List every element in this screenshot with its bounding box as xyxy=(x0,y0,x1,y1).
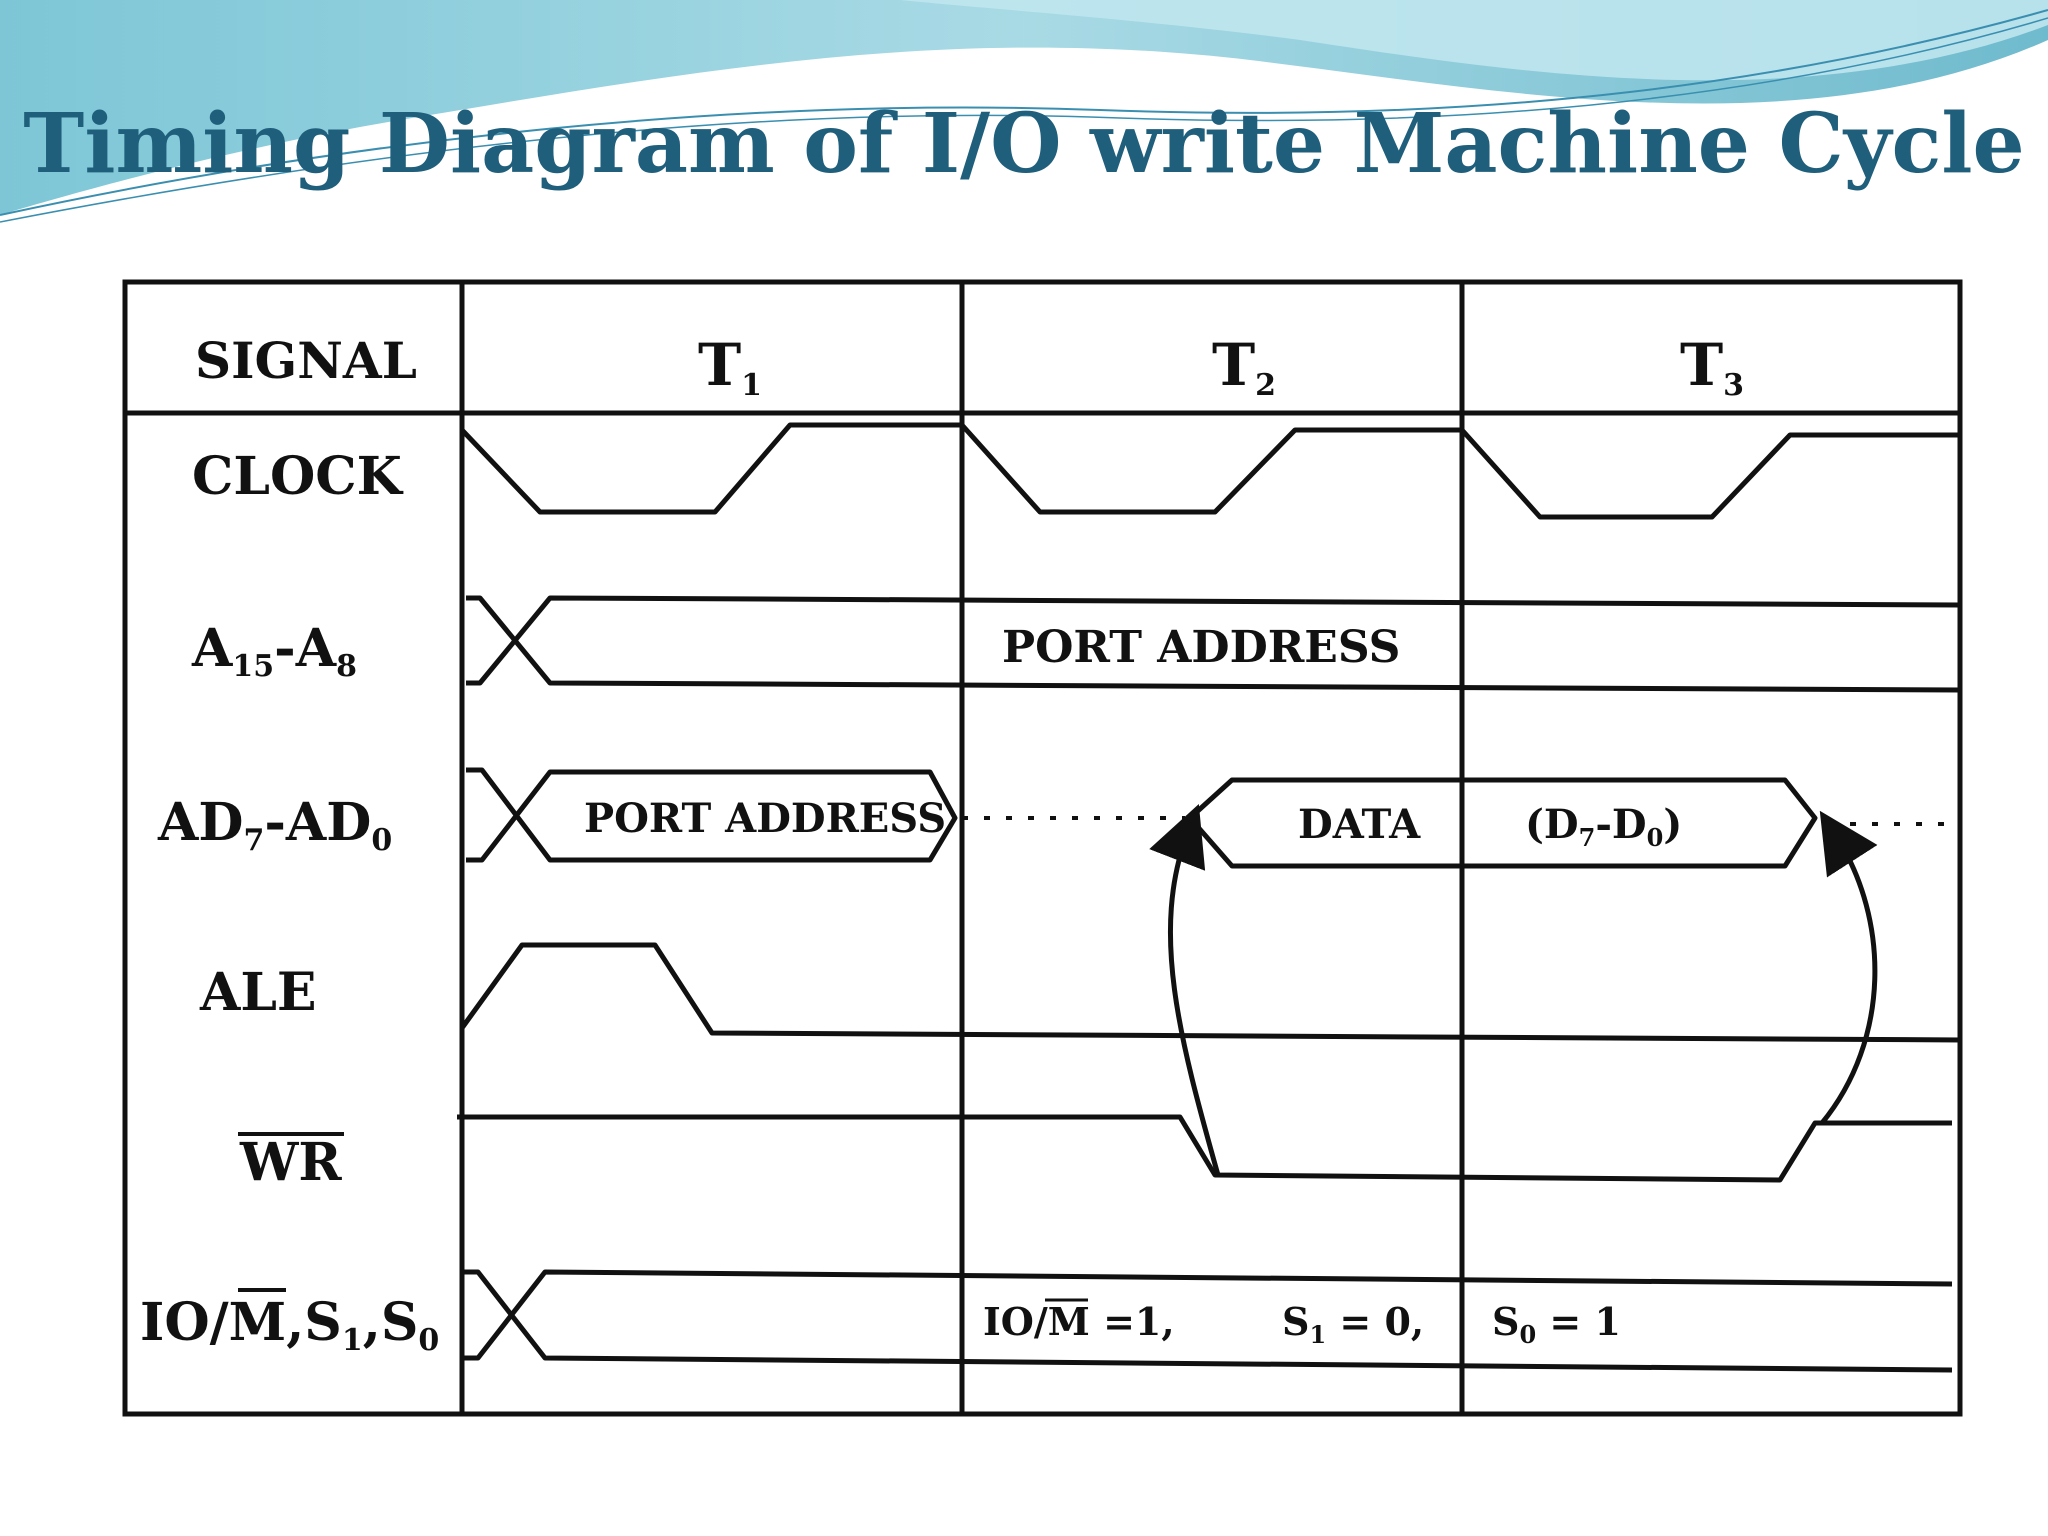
a15-dash: - xyxy=(274,618,296,679)
a8-sub: 8 xyxy=(336,649,357,684)
io-m-value-io: IO/ xyxy=(983,1299,1048,1344)
row-label-io-m-s1-s0: IO/M,S1,S0 xyxy=(140,1292,439,1358)
io-m-io: IO/ xyxy=(140,1292,229,1353)
a15-a: A xyxy=(191,618,233,679)
ad7-a: AD xyxy=(157,792,243,853)
ad0-a: AD xyxy=(285,792,371,853)
data-label: DATA xyxy=(1298,801,1421,848)
io-m-value-m: M xyxy=(1048,1299,1090,1344)
row-label-ad7-ad0: AD7-AD0 xyxy=(157,792,392,858)
ale-waveform xyxy=(459,942,1963,1043)
io-m-m: M xyxy=(229,1292,287,1353)
s1-value-s: S xyxy=(1282,1299,1309,1344)
a15-a8-port-address-label: PORT ADDRESS xyxy=(1002,622,1400,673)
s1-value-label: S1 = 0, xyxy=(1282,1299,1424,1349)
header-t3: T3 xyxy=(1680,331,1744,403)
s0-value-label: S0 = 1 xyxy=(1492,1299,1621,1349)
ad-dash: - xyxy=(264,792,286,853)
row-label-clock: CLOCK xyxy=(192,446,404,507)
slide-title: Timing Diagram of I/O write Machine Cycl… xyxy=(23,96,2025,192)
header-t1-sub: 1 xyxy=(741,368,762,403)
data-range-a-sub: 7 xyxy=(1579,823,1596,852)
data-range-dash: -D xyxy=(1595,801,1646,848)
io-m-value-rest: =1, xyxy=(1090,1299,1175,1344)
a15-sub: 15 xyxy=(232,649,274,684)
a15-a8-bus xyxy=(466,595,1961,693)
header-t3-base: T xyxy=(1680,331,1723,399)
io-m-bus xyxy=(462,1269,1953,1373)
s0-value-sub: 0 xyxy=(1519,1320,1536,1349)
wr-fall-arrow xyxy=(1149,804,1221,1176)
io-m-s1-sub: 1 xyxy=(342,1323,363,1358)
header-t2-base: T xyxy=(1212,331,1255,399)
s1-value-sub: 1 xyxy=(1309,1320,1326,1349)
header-t3-sub: 3 xyxy=(1723,368,1744,403)
row-label-wr: WR xyxy=(239,1132,342,1193)
header-t2-sub: 2 xyxy=(1255,368,1276,403)
data-range-close: ) xyxy=(1663,801,1682,848)
header-t2: T2 xyxy=(1212,331,1276,403)
row-label-ale: ALE xyxy=(199,962,317,1023)
s1-value-rest: = 0, xyxy=(1326,1299,1424,1344)
wr-waveform xyxy=(457,1114,1952,1183)
ad7-sub: 7 xyxy=(243,823,264,858)
io-m-s0: ,S xyxy=(363,1292,419,1353)
io-m-s1: ,S xyxy=(286,1292,342,1353)
io-m-value-label: IO/M =1, xyxy=(983,1299,1175,1344)
s0-value-rest: = 1 xyxy=(1536,1299,1621,1344)
data-range-b-sub: 0 xyxy=(1647,823,1664,852)
wr-rise-arrow xyxy=(1819,810,1878,1125)
s0-value-s: S xyxy=(1492,1299,1519,1344)
ad0-sub: 0 xyxy=(371,823,392,858)
io-m-s0-sub: 0 xyxy=(418,1323,439,1358)
header-signal: SIGNAL xyxy=(195,331,417,390)
a8-a: A xyxy=(295,618,337,679)
ad-port-address-label: PORT ADDRESS xyxy=(584,795,946,842)
data-range-label: (D7-D0) xyxy=(1525,801,1682,852)
header-t1-base: T xyxy=(698,331,741,399)
clock-waveform xyxy=(460,422,1958,520)
row-label-a15-a8: A15-A8 xyxy=(191,618,357,684)
header-t1: T1 xyxy=(698,331,762,403)
table-grid xyxy=(122,279,1963,1417)
data-range-open: (D xyxy=(1525,801,1579,848)
